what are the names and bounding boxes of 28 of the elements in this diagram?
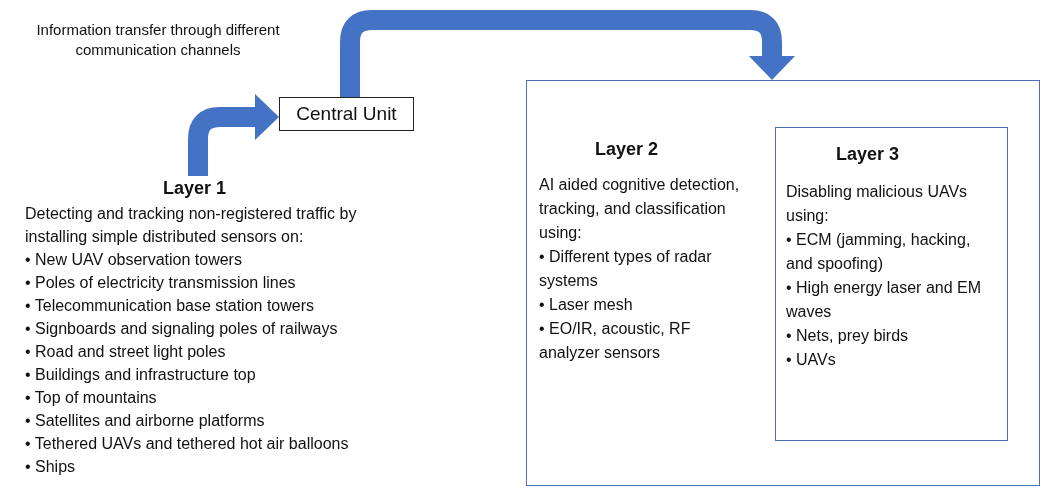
unit-box (279, 97, 414, 131)
description-text: Disabling malicious UAVs using: (786, 182, 969, 226)
unit-label: Central Unit (295, 102, 398, 126)
bullet-item: • ECM (jamming, hacking, and spoofing) (786, 230, 972, 274)
bullet-item: • Poles of electricity transmission lines (25, 273, 297, 293)
layer-box (526, 80, 1040, 486)
bullet-item: • Ships (25, 457, 77, 477)
bullet-item: • Tethered UAVs and tethered hot air balloons (25, 434, 350, 454)
bullet-item: • Different types of radar systems (539, 247, 713, 291)
bullet-item: • Road and street light poles (25, 342, 227, 362)
layer-box (775, 127, 1008, 441)
bullet-item: • Top of mountains (25, 388, 158, 408)
description-text: AI aided cognitive detection, tracking, and classification using: (539, 175, 741, 243)
description-text: Detecting and tracking non-registered traffic by installing simple distributed sensors on: (25, 204, 358, 247)
bullet-item: • New UAV observation towers (25, 250, 243, 270)
layer-heading: Layer 2 (594, 138, 660, 161)
bullet-item: • Laser mesh (539, 295, 634, 315)
layer-heading: Layer 1 (162, 177, 228, 200)
bullet-item: • Telecommunication base station towers (25, 296, 315, 316)
bullet-item: • Nets, prey birds (786, 326, 910, 346)
bullet-item: • Buildings and infrastructure top (25, 365, 257, 385)
bullet-item: • Satellites and airborne platforms (25, 411, 266, 431)
edge-label: Information transfer through different communication channels (35, 20, 281, 60)
layer-heading: Layer 3 (835, 143, 901, 166)
bullet-item: • EO/IR, acoustic, RF analyzer sensors (539, 319, 692, 363)
bullet-item: • UAVs (786, 350, 837, 370)
bullet-item: • High energy laser and EM waves (786, 278, 983, 322)
bullet-item: • Signboards and signaling poles of railways (25, 319, 339, 339)
